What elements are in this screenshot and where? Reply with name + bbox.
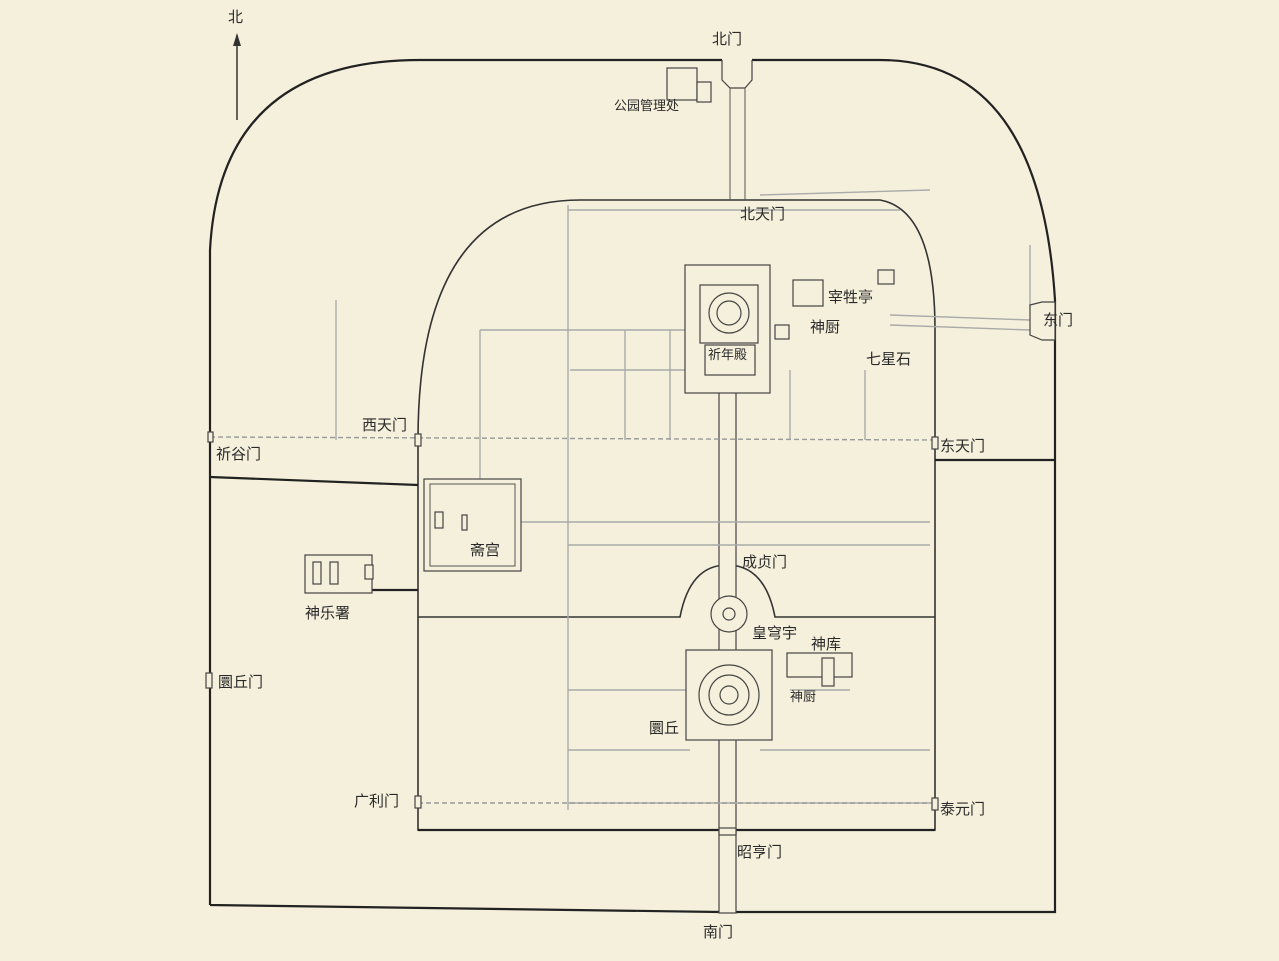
divine-storehouse-label: 神库 <box>811 635 841 653</box>
compass-label: 北 <box>228 8 243 26</box>
circular-mound-complex <box>685 649 773 741</box>
park-office-building <box>666 67 712 103</box>
chengzhen-gate-label: 成贞门 <box>742 553 787 571</box>
abstinence-palace-label: 斋宫 <box>470 541 500 559</box>
circular-mound-label: 圜丘 <box>649 719 679 737</box>
north-gate-structure <box>721 60 753 200</box>
inner-wall <box>417 199 936 831</box>
slaughter-pavilion-building <box>774 269 895 340</box>
divine-kitchen-south-label: 神厨 <box>790 690 816 705</box>
north-gate-label: 北门 <box>712 30 742 48</box>
hall-of-prayer-complex <box>684 264 771 394</box>
yuanqiu-gate-label: 圜丘门 <box>218 673 263 691</box>
imperial-vault-building <box>710 595 748 633</box>
divine-kitchen-north-label: 神厨 <box>810 318 840 336</box>
park-paths <box>209 189 1031 810</box>
gate-markers <box>205 431 939 836</box>
west-heaven-gate-label: 西天门 <box>362 416 407 434</box>
north-heaven-gate-label: 北天门 <box>740 205 785 223</box>
divine-music-office-building <box>304 554 374 594</box>
east-gate-structure <box>1029 301 1056 341</box>
south-gate-label: 南门 <box>703 923 733 941</box>
middle-wall <box>418 564 935 618</box>
park-office-label: 公园管理处 <box>614 99 679 114</box>
slaughter-pavilion-label: 宰牲亭 <box>828 288 873 306</box>
taiyuan-gate-label: 泰元门 <box>940 800 985 818</box>
outer-wall <box>208 58 1057 914</box>
hall-of-prayer-label: 祈年殿 <box>708 348 747 363</box>
divine-music-office-label: 神乐署 <box>305 604 350 622</box>
qigu-gate-label: 祈谷门 <box>216 445 261 463</box>
guangli-gate-label: 广利门 <box>354 792 399 810</box>
zhaoheng-gate-label: 昭亨门 <box>737 843 782 861</box>
imperial-vault-label: 皇穹宇 <box>752 624 797 642</box>
abstinence-palace-building <box>423 478 522 572</box>
north-arrow-icon <box>233 33 241 120</box>
east-gate-label: 东门 <box>1043 311 1073 329</box>
east-heaven-gate-label: 东天门 <box>940 437 985 455</box>
divine-storehouse-building <box>786 652 853 687</box>
seven-star-stones-label: 七星石 <box>866 350 911 368</box>
